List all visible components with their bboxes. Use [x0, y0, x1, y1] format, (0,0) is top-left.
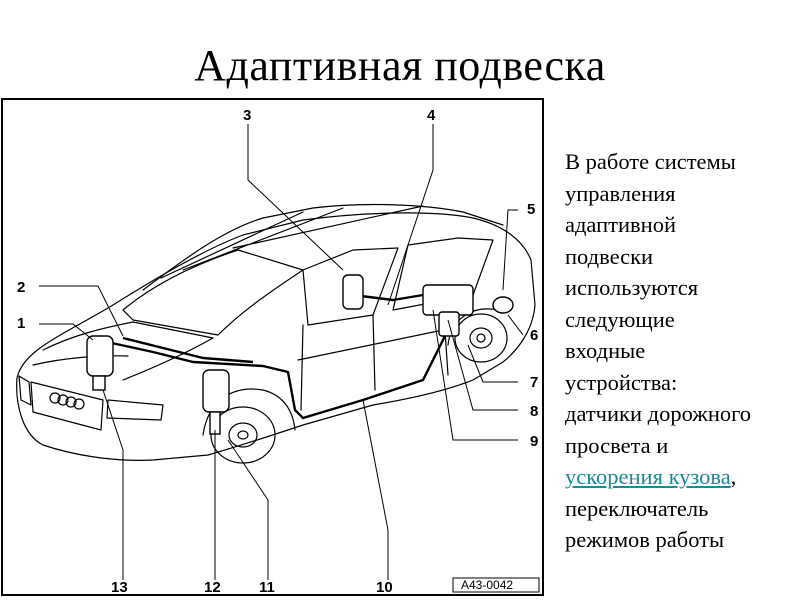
callout-11: 11: [259, 579, 275, 594]
grille: [30, 381, 104, 431]
callout-8: 8: [530, 403, 538, 420]
side-window-front: [302, 247, 399, 326]
compressor: [422, 284, 474, 316]
suspension-diagram: 1 2 3 4 5 6 7 8 9 10 11 12 13 A43-0042: [1, 98, 544, 596]
text-line: устройства:: [565, 369, 678, 395]
car-roof: [142, 203, 504, 291]
description-text: В работе системы управления адаптивной п…: [565, 146, 800, 556]
text-line: переключатель: [565, 495, 709, 521]
callout-10: 10: [376, 579, 393, 594]
body-acceleration-link[interactable]: ускорения кузова: [565, 464, 731, 489]
callout-1: 1: [17, 315, 25, 332]
callout-9: 9: [530, 433, 538, 450]
image-code: A43-0042: [461, 578, 513, 592]
callout-6: 6: [530, 327, 538, 344]
text-line-with-link: ускорения кузова,: [565, 461, 800, 493]
text-line: просвета и: [565, 432, 669, 458]
text-line: следующие: [565, 306, 675, 332]
callout-12: 12: [204, 579, 221, 594]
windshield: [122, 249, 304, 336]
text-line: режимов работы: [565, 527, 725, 552]
car-illustration: 1 2 3 4 5 6 7 8 9 10 11 12 13 A43-0042: [16, 107, 540, 594]
slide-title: Адаптивная подвеска: [194, 41, 606, 90]
text-line: входные: [565, 338, 646, 363]
rear-sensor: [492, 296, 514, 314]
text-line: управления: [565, 180, 676, 206]
callout-4: 4: [427, 107, 436, 124]
comma: ,: [730, 464, 737, 489]
front-right-strut: [202, 369, 230, 413]
text-line: В работе системы: [565, 149, 736, 174]
rear-wheel: [454, 313, 508, 363]
text-line: адаптивной: [565, 212, 676, 237]
callout-7: 7: [530, 374, 538, 391]
callout-5: 5: [527, 201, 535, 218]
text-line: используются: [565, 275, 699, 300]
callout-13: 13: [111, 579, 128, 594]
rear-strut: [342, 274, 364, 310]
callout-2: 2: [17, 279, 25, 296]
front-left-strut: [86, 335, 114, 377]
text-line: датчики дорожного: [565, 401, 752, 426]
callout-3: 3: [243, 107, 251, 124]
text-line: подвески: [565, 243, 654, 269]
